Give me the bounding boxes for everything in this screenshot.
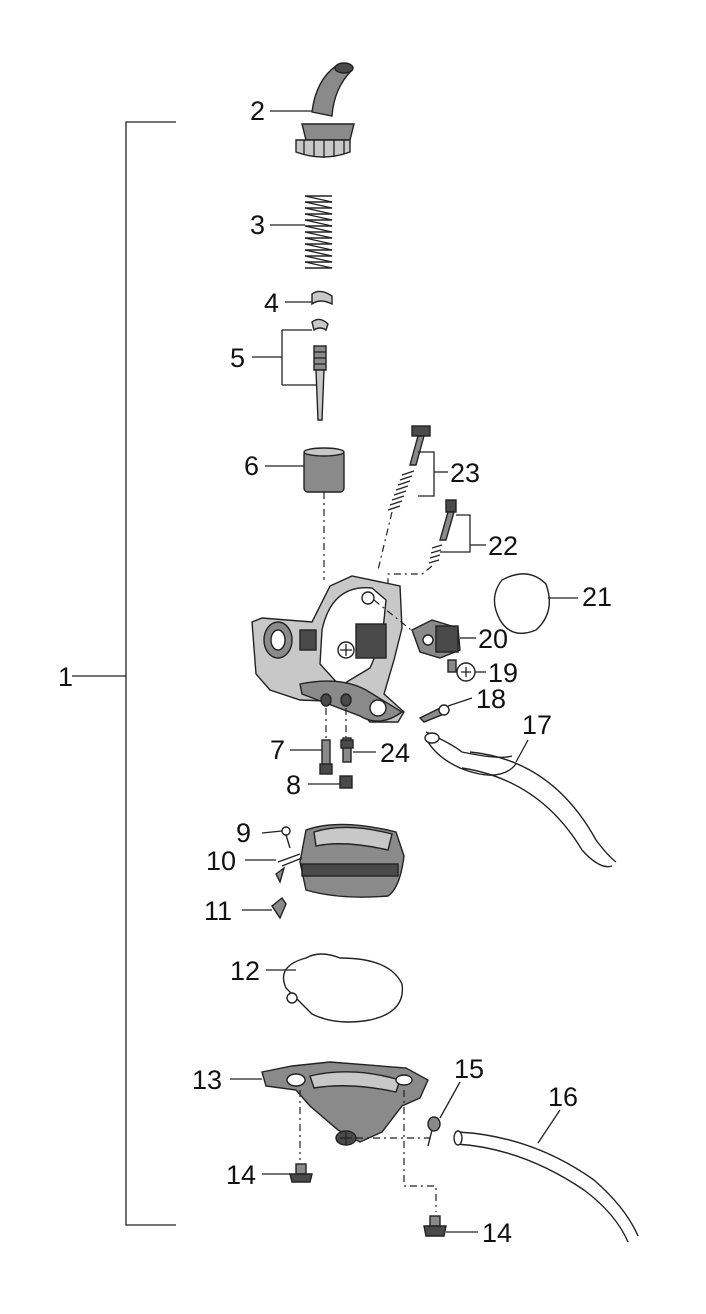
carburetor-body bbox=[251, 575, 417, 740]
label-14-left: 14 bbox=[226, 1160, 256, 1190]
part-21-o-ring bbox=[493, 573, 578, 634]
assembly-bracket bbox=[72, 121, 176, 1226]
part-7-jet bbox=[290, 739, 333, 775]
part-2-cap bbox=[270, 62, 355, 158]
label-10: 10 bbox=[206, 846, 236, 876]
part-8-jet bbox=[308, 775, 353, 789]
part-22-idle-screw bbox=[387, 499, 486, 588]
label-14-right: 14 bbox=[482, 1218, 512, 1248]
label-11: 11 bbox=[204, 896, 232, 926]
label-22: 22 bbox=[488, 531, 518, 561]
label-3: 3 bbox=[250, 210, 265, 240]
label-21: 21 bbox=[582, 582, 612, 612]
part-11-needle-valve bbox=[242, 896, 287, 920]
part-4-clip bbox=[285, 290, 333, 306]
label-20: 20 bbox=[478, 624, 508, 654]
label-23: 23 bbox=[450, 458, 480, 488]
part-14-bolt-right bbox=[423, 1215, 478, 1237]
label-12: 12 bbox=[230, 956, 260, 986]
label-2: 2 bbox=[250, 96, 265, 126]
part-6-slide bbox=[265, 447, 345, 580]
part-float bbox=[299, 823, 405, 898]
part-19-screw bbox=[447, 659, 486, 682]
part-17-hose bbox=[424, 731, 617, 868]
part-13-float-bowl bbox=[230, 1061, 437, 1212]
label-5: 5 bbox=[230, 343, 245, 373]
label-13: 13 bbox=[192, 1065, 222, 1095]
part-24-jet bbox=[340, 737, 376, 763]
part-15-screw bbox=[427, 1081, 461, 1147]
label-24: 24 bbox=[380, 738, 410, 768]
part-23-pilot-screw bbox=[377, 425, 448, 571]
label-9: 9 bbox=[236, 818, 251, 848]
label-19: 19 bbox=[488, 658, 518, 688]
label-18: 18 bbox=[476, 684, 506, 714]
callout-labels: 1 2 3 4 5 6 7 8 9 10 11 12 13 14 14 15 1… bbox=[58, 96, 612, 1248]
label-8: 8 bbox=[286, 770, 301, 800]
label-6: 6 bbox=[244, 451, 259, 481]
part-14-bolt-left bbox=[262, 1163, 313, 1183]
part-5-needle bbox=[252, 318, 329, 421]
part-12-gasket bbox=[266, 953, 404, 1023]
label-16: 16 bbox=[548, 1082, 578, 1112]
part-10-pin bbox=[245, 853, 303, 884]
part-3-spring bbox=[270, 195, 333, 269]
label-7: 7 bbox=[270, 735, 285, 765]
label-17: 17 bbox=[522, 710, 552, 740]
part-20-bracket bbox=[411, 619, 476, 659]
part-18-screw bbox=[418, 697, 473, 723]
part-9-screw bbox=[261, 826, 291, 849]
label-1: 1 bbox=[58, 662, 73, 692]
label-4: 4 bbox=[264, 288, 279, 318]
label-15: 15 bbox=[454, 1054, 484, 1084]
part-16-hose bbox=[453, 1109, 639, 1243]
